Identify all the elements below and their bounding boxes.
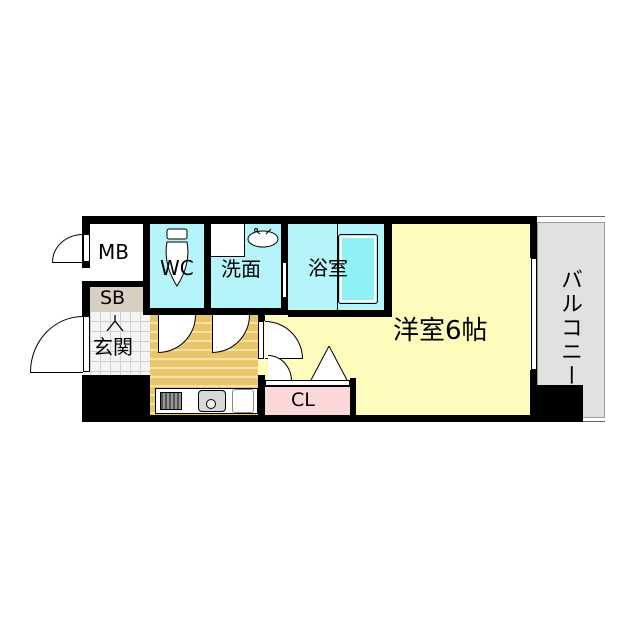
entrance-door-swing[interactable]: [30, 316, 83, 372]
wall-wet-bottom: [143, 308, 288, 315]
wall-mb-bottom: [82, 281, 150, 287]
senmen-label: 洗面: [221, 257, 261, 281]
washbasin-icon: [246, 226, 280, 248]
wall-right-top: [530, 216, 537, 258]
wall-wc-senmen: [204, 216, 211, 315]
mb-door-frame: [83, 234, 90, 262]
mb-label: MB: [98, 240, 129, 264]
wall-left-bottom-block: [82, 375, 150, 422]
closet-door-right-triangle[interactable]: [309, 344, 349, 383]
genkan: [90, 311, 150, 375]
wc-label: WC: [160, 256, 194, 280]
toilet-icon: [163, 228, 191, 288]
bath-door[interactable]: [282, 262, 287, 298]
room-door-leaf: [265, 358, 303, 359]
sb-label: SB: [100, 287, 126, 309]
wall-left-mid: [82, 282, 90, 316]
western-room-label: 洋室6帖: [393, 316, 488, 346]
wall-top: [82, 216, 537, 224]
wall-kitchen-right: [258, 315, 265, 321]
wall-kitchen-right-lower: [258, 375, 265, 422]
sb-room: [90, 287, 143, 311]
mb-room: [90, 224, 143, 282]
bathroom-label: 浴室: [308, 256, 348, 280]
room-door-frame: [258, 321, 264, 359]
entrance-door-frame: [83, 316, 90, 372]
bath-dividing-line: [337, 224, 338, 312]
wall-bath-bottom: [288, 310, 392, 317]
genkan-label: 玄関: [93, 335, 133, 359]
wall-closet-right: [350, 378, 356, 418]
closet: [265, 386, 350, 415]
entrance-arrow-icon: [104, 315, 126, 332]
mb-door-swing[interactable]: [52, 234, 83, 262]
fridge-space: [232, 389, 254, 413]
balcony-label: バルコニー: [557, 268, 582, 388]
bathtub: [338, 234, 378, 304]
wall-bath-right: [384, 216, 392, 317]
balcony-top-line: [537, 216, 605, 217]
sink-drain-icon: [206, 399, 216, 409]
balcony-window[interactable]: [531, 258, 537, 370]
wall-right-bottom: [530, 370, 537, 422]
stove-icon: [160, 392, 182, 410]
mb-door-leaf: [52, 262, 83, 263]
wall-mb-wc: [143, 216, 150, 315]
closet-door-rail: [265, 380, 350, 386]
laundry-space: [211, 224, 245, 257]
closet-label: CL: [291, 389, 315, 411]
balcony-corner-block: [537, 385, 583, 422]
wall-bottom: [82, 415, 537, 422]
entrance-door-leaf: [30, 372, 83, 373]
